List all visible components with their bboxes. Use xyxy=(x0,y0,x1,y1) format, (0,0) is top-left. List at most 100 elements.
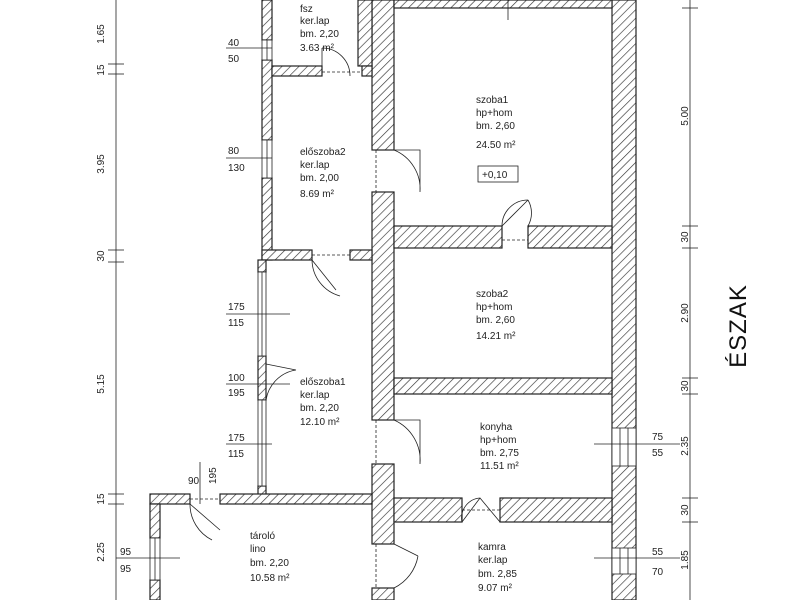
room-floor: hp+hom xyxy=(480,435,516,446)
dim-text: 2.35 xyxy=(680,436,691,456)
room-szoba1: szoba1 hp+hom bm. 2,60 24.50 m² xyxy=(476,95,516,151)
opening-width: 100 xyxy=(228,373,245,384)
room-floor: hp+hom xyxy=(476,302,512,313)
room-name: konyha xyxy=(480,422,513,433)
central-wall-b xyxy=(371,191,395,421)
level-mark: +0,10 xyxy=(482,170,508,181)
room-floor: ker.lap xyxy=(478,555,508,566)
door-kamra xyxy=(461,497,501,523)
doors xyxy=(189,47,532,589)
room-name: szoba2 xyxy=(476,289,509,300)
dim-text: 1.65 xyxy=(96,24,107,44)
wall-szoba1-szoba2-a xyxy=(393,225,503,249)
room-eloszoba2: előszoba2 ker.lap bm. 2,00 8.69 m² xyxy=(300,147,346,200)
opening-width: 75 xyxy=(652,432,664,443)
room-area: 8.69 m² xyxy=(300,189,335,200)
door-eloszoba1-entrance xyxy=(265,363,297,401)
opening-height: 115 xyxy=(228,318,244,329)
room-name: kamra xyxy=(478,542,506,553)
central-wall-d xyxy=(371,587,395,600)
opening-height: 195 xyxy=(208,467,219,484)
north-label: ÉSZAK xyxy=(725,284,752,368)
exterior-wall-east xyxy=(611,0,637,600)
dim-text: 30 xyxy=(680,380,691,392)
room-area: 9.07 m² xyxy=(478,583,513,594)
room-area: 24.50 m² xyxy=(476,140,516,151)
room-area: 3.63 m² xyxy=(300,43,335,54)
central-wall-c xyxy=(371,463,395,545)
opening-height: 70 xyxy=(652,567,664,578)
level-mark-box xyxy=(477,165,519,183)
dim-text: 15 xyxy=(96,64,107,76)
dim-text: 5.00 xyxy=(680,106,691,126)
right-dimension-texts: 5.00 30 2.90 30 2.35 30 1.85 xyxy=(680,106,691,570)
opening-width: 95 xyxy=(120,547,132,558)
room-height: bm. 2,85 xyxy=(478,569,517,580)
wall-eloszoba-b xyxy=(349,249,373,261)
room-taroló: tároló lino bm. 2,20 10.58 m² xyxy=(250,531,290,584)
wall-szoba2-konyha xyxy=(393,377,613,395)
top-wall xyxy=(393,0,613,9)
room-height: bm. 2,20 xyxy=(300,29,339,40)
opening-height: 55 xyxy=(652,448,664,459)
opening-height: 50 xyxy=(228,54,240,65)
leaders xyxy=(116,0,680,559)
room-name: előszoba1 xyxy=(300,377,346,388)
room-name: szoba1 xyxy=(476,95,509,106)
opening-width: 175 xyxy=(228,433,245,444)
wall-eloszoba-a xyxy=(261,249,313,261)
central-wall-a xyxy=(371,0,395,151)
room-height: bm. 2,60 xyxy=(476,315,515,326)
west-wall-fsz-a xyxy=(261,0,273,41)
wall-konyha-kamra-a xyxy=(393,497,463,523)
room-floor: hp+hom xyxy=(476,108,512,119)
room-area: 12.10 m² xyxy=(300,417,340,428)
opening-width: 40 xyxy=(228,38,240,49)
room-name: tároló xyxy=(250,531,275,542)
door-eloszoba xyxy=(311,259,341,297)
door-szoba1 xyxy=(393,149,421,193)
opening-labels: 40 50 80 130 175 115 100 195 175 115 90 … xyxy=(120,38,664,578)
opening-height: 115 xyxy=(228,449,244,460)
dim-text: 15 xyxy=(96,493,107,505)
room-height: bm. 2,20 xyxy=(250,558,289,569)
dim-text: 30 xyxy=(680,504,691,516)
opening-width: 55 xyxy=(652,547,664,558)
opening-height: 95 xyxy=(120,564,132,575)
room-name: előszoba2 xyxy=(300,147,346,158)
west-wall-eloszoba1-a xyxy=(257,259,267,273)
room-name: fsz xyxy=(300,4,313,15)
walls xyxy=(149,0,637,600)
room-kamra: kamra ker.lap bm. 2,85 9.07 m² xyxy=(478,542,517,594)
room-height: bm. 2,75 xyxy=(480,448,519,459)
room-height: bm. 2,00 xyxy=(300,173,339,184)
dim-text: 1.85 xyxy=(680,550,691,570)
wall-taroló-north-a xyxy=(149,493,191,505)
dim-text: 3.95 xyxy=(96,154,107,174)
wall-szoba1-szoba2-b xyxy=(527,225,613,249)
room-floor: ker.lap xyxy=(300,16,330,27)
opening-height: 195 xyxy=(228,388,245,399)
door-taroló xyxy=(189,503,221,541)
west-wall-eloszoba2-b xyxy=(261,177,273,261)
dim-text: 2.90 xyxy=(680,303,691,323)
windows xyxy=(149,39,637,581)
west-wall-taroló-b xyxy=(149,579,161,600)
dim-text: 30 xyxy=(96,250,107,262)
door-kamra-west xyxy=(393,543,419,589)
fsz-east-wall xyxy=(357,0,373,67)
west-wall-eloszoba2-a xyxy=(261,59,273,141)
west-wall-taroló-a xyxy=(149,503,161,539)
room-floor: ker.lap xyxy=(300,160,330,171)
dimension-lines xyxy=(108,0,698,600)
room-szoba2: szoba2 hp+hom bm. 2,60 14.21 m² xyxy=(476,289,516,342)
room-height: bm. 2,20 xyxy=(300,403,339,414)
opening-height: 130 xyxy=(228,163,245,174)
room-height: bm. 2,60 xyxy=(476,121,515,132)
room-floor: ker.lap xyxy=(300,390,330,401)
window-kamra xyxy=(611,547,637,575)
opening-width: 175 xyxy=(228,302,245,313)
room-fsz: fsz ker.lap bm. 2,20 3.63 m² xyxy=(300,4,339,54)
left-dimension-texts: 1.65 15 3.95 30 5.15 15 2.25 xyxy=(96,24,107,562)
